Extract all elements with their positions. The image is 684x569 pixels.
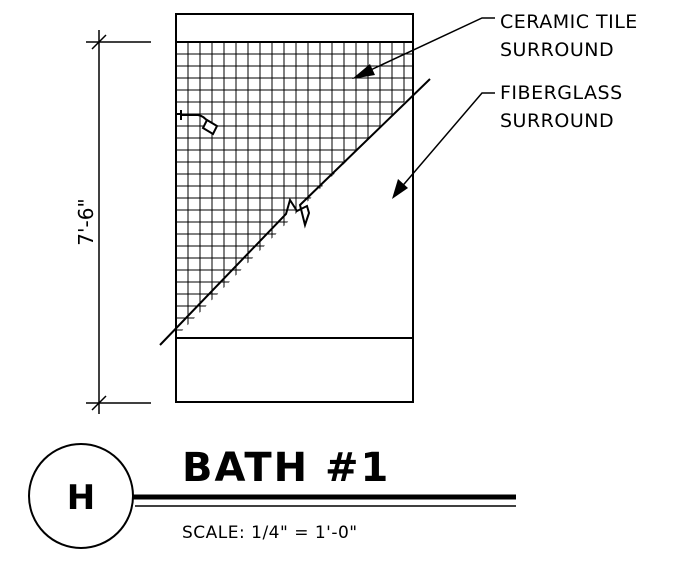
drawing-scale: SCALE: 1/4" = 1'-0": [182, 523, 358, 543]
fiberglass-leader-arrow: [392, 179, 408, 199]
ceramic-tile-label-line2: SURROUND: [500, 39, 614, 61]
ceramic-leader-arrow: [352, 64, 375, 79]
wall-outline: [175, 13, 414, 403]
ceramic-tile-grid: [176, 42, 413, 337]
fiberglass-label-line1: FIBERGLASS: [500, 82, 623, 104]
shower-head-icon: [176, 110, 219, 136]
break-line: [159, 78, 431, 346]
height-dimension: [86, 30, 151, 414]
fiberglass-leader: [398, 92, 495, 191]
ceramic-tile-label-line1: CERAMIC TILE: [500, 11, 638, 33]
drawing-tag-letter: H: [67, 478, 95, 518]
fiberglass-label-line2: SURROUND: [500, 110, 614, 132]
height-dimension-label: 7'-6": [74, 198, 98, 245]
ceramic-leader: [361, 17, 495, 75]
drawing-title: BATH #1: [182, 445, 390, 491]
